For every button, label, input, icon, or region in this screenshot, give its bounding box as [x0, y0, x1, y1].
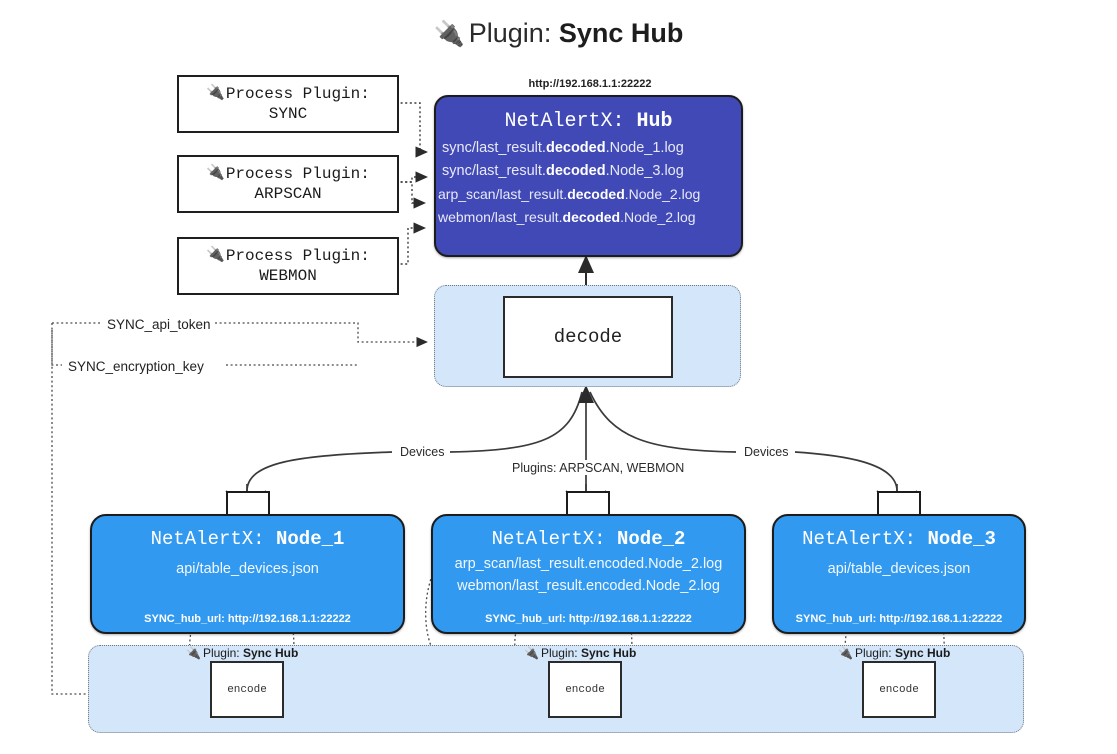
hub-log-line: webmon/last_result.decoded.Node_2.log	[438, 209, 696, 225]
process-plugin-webmon[interactable]: 🔌Process Plugin: WEBMON	[177, 237, 399, 295]
edge-webmon-plugin-to-hub	[396, 222, 427, 265]
hub-title: NetAlertX: Hub	[436, 110, 741, 133]
decode-box[interactable]: decode	[503, 296, 673, 378]
process-plugin-name: WEBMON	[259, 267, 317, 285]
hub-node[interactable]: NetAlertX: Hub sync/last_result.decoded.…	[434, 95, 743, 257]
node-line: webmon/last_result.encoded.Node_2.log	[457, 578, 720, 594]
encode-box-1[interactable]: encode	[210, 661, 284, 718]
plug-icon: 🔌	[433, 20, 465, 48]
edge-label-devices-right: Devices	[740, 445, 793, 459]
edge-node3-devices	[794, 451, 898, 492]
node-line: arp_scan/last_result.encoded.Node_2.log	[454, 556, 723, 572]
plug-icon: 🔌	[206, 246, 225, 264]
node-line: api/table_devices.json	[176, 561, 319, 577]
process-plugin-label: Process Plugin:	[225, 165, 370, 183]
plug-icon: 🔌	[206, 164, 225, 182]
edge-arpscan-plugin-to-hub	[396, 171, 429, 183]
encoder-plugin-tag-2: 🔌 Plugin: Sync Hub	[524, 646, 637, 660]
node-title: NetAlertX: Node_3	[802, 528, 996, 550]
encoder-plugin-tag-1: 🔌 Plugin: Sync Hub	[186, 646, 299, 660]
hub-title-name: Hub	[636, 110, 673, 133]
process-plugin-name: ARPSCAN	[254, 185, 322, 203]
node-line: api/table_devices.json	[827, 561, 971, 577]
node-3[interactable]: NetAlertX: Node_3 api/table_devices.json…	[772, 514, 1026, 634]
edge-node3-devices-b	[589, 391, 737, 453]
process-plugin-name: SYNC	[268, 105, 308, 123]
hub-log-line: sync/last_result.decoded.Node_3.log	[442, 163, 684, 179]
edge-arpscan-plugin-to-hub2	[396, 181, 427, 209]
node-1[interactable]: NetAlertX: Node_1 api/table_devices.json…	[90, 514, 405, 634]
hub-title-prefix: NetAlertX:	[504, 110, 625, 133]
plug-icon: 🔌	[838, 646, 853, 660]
hub-log-line: arp_scan/last_result.decoded.Node_2.log	[438, 186, 701, 202]
encode-box-3[interactable]: encode	[862, 661, 936, 718]
node-title: NetAlertX: Node_2	[491, 528, 686, 550]
plug-icon: 🔌	[524, 646, 539, 660]
edge-node1-devices	[246, 451, 393, 492]
edge-label-plugins: Plugins: ARPSCAN, WEBMON	[508, 461, 689, 475]
hub-log-line: sync/last_result.decoded.Node_1.log	[442, 140, 684, 156]
process-plugin-arpscan[interactable]: 🔌Process Plugin: ARPSCAN	[177, 155, 399, 213]
page-title: 🔌Plugin: Sync Hub	[0, 18, 1117, 49]
plug-icon: 🔌	[186, 646, 201, 660]
edge-node1-devices-b	[449, 391, 583, 453]
encoder-plugin-tag-3: 🔌 Plugin: Sync Hub	[838, 646, 951, 660]
node-2[interactable]: NetAlertX: Node_2 arp_scan/last_result.e…	[431, 514, 746, 634]
process-plugin-label: Process Plugin:	[225, 247, 370, 265]
node-hub-url: SYNC_hub_url: http://192.168.1.1:22222	[144, 613, 351, 625]
edge-encryption-key-to-band	[51, 330, 134, 700]
edge-label-devices-left: Devices	[396, 445, 449, 459]
node-hub-url: SYNC_hub_url: http://192.168.1.1:22222	[795, 613, 1003, 625]
page-title-prefix: Plugin:	[468, 18, 552, 48]
sync-encryption-key-label: SYNC_encryption_key	[64, 359, 208, 374]
encode-box-2[interactable]: encode	[548, 661, 622, 718]
node-title: NetAlertX: Node_1	[150, 528, 345, 550]
page-title-name: Sync Hub	[558, 18, 684, 48]
hub-url-label: http://192.168.1.1:22222	[528, 78, 652, 90]
process-plugin-sync[interactable]: 🔌Process Plugin: SYNC	[177, 75, 399, 133]
plug-icon: 🔌	[206, 84, 225, 102]
sync-api-token-label: SYNC_api_token	[103, 317, 215, 332]
process-plugin-label: Process Plugin:	[225, 85, 370, 103]
node-hub-url: SYNC_hub_url: http://192.168.1.1:22222	[485, 613, 692, 625]
edge-sync-plugin-to-hub	[396, 102, 429, 158]
